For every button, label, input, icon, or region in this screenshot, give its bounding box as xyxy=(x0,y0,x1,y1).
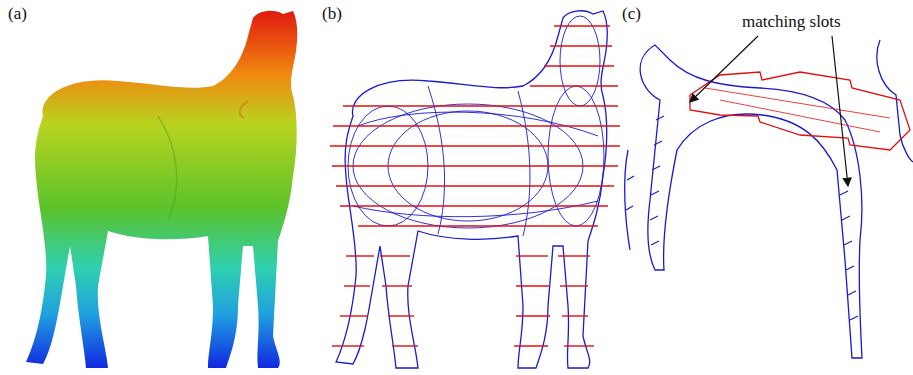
panel-letter-holder: (b) xyxy=(322,4,342,24)
panel-letter-holder: (c) xyxy=(622,4,641,24)
panel-letter-holder: (a) xyxy=(8,4,27,24)
leader-line xyxy=(832,36,848,186)
shaded-horse xyxy=(26,11,297,368)
callout-label-holder: matching slots xyxy=(742,12,841,32)
panel-letter: (a) xyxy=(8,4,27,23)
callout-label: matching slots xyxy=(742,12,841,31)
leader-line xyxy=(690,36,758,102)
slice-pieces xyxy=(625,36,913,358)
panel-letter: (b) xyxy=(322,4,342,23)
wireframe-horse xyxy=(330,11,620,368)
panel-letter: (c) xyxy=(622,4,641,23)
